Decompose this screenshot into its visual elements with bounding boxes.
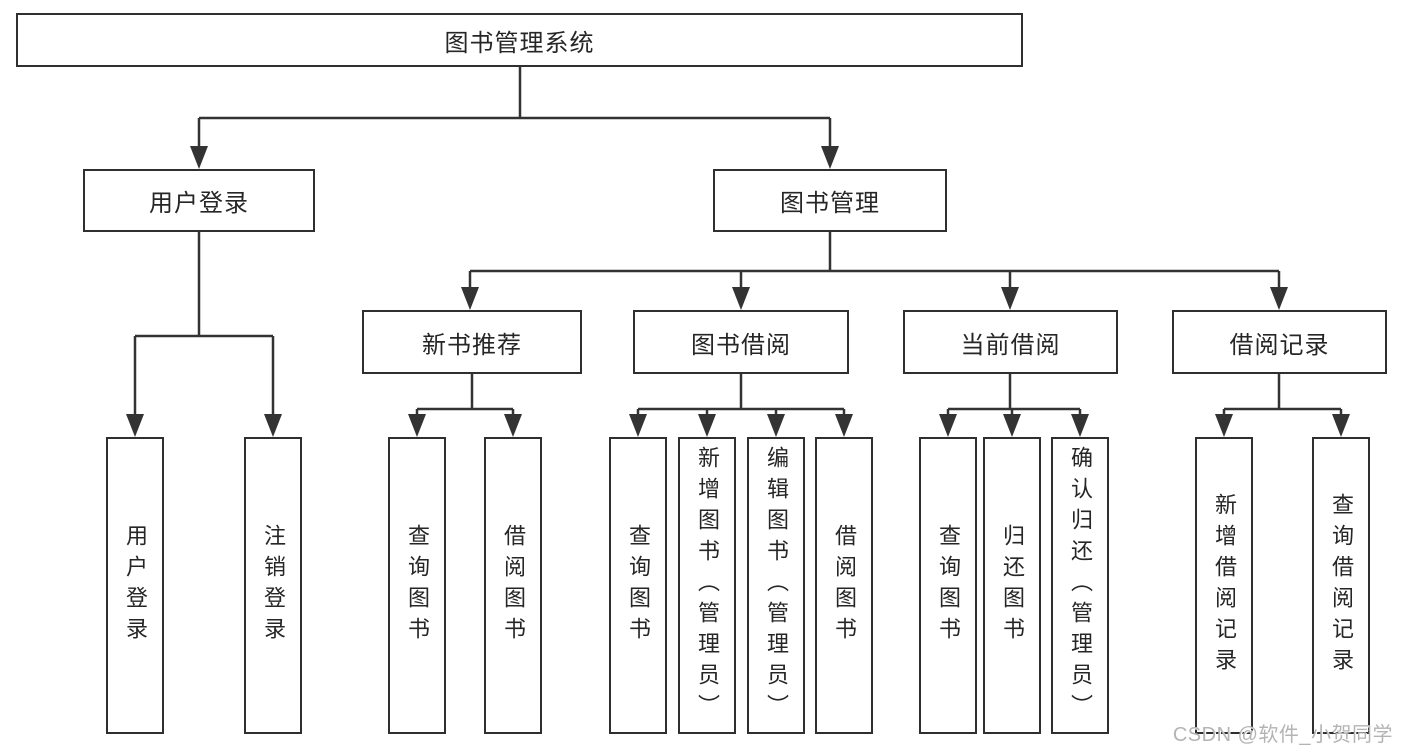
node-label: 图书管理系统 xyxy=(444,29,595,57)
leaf-logout: 注销登录 xyxy=(244,437,302,734)
node-label: 查询图书 xyxy=(626,523,651,648)
node-current-borrowing: 当前借阅 xyxy=(903,310,1118,374)
leaf-query-books-borrowing: 查询图书 xyxy=(609,437,667,734)
node-label: 用户登录 xyxy=(123,523,148,648)
watermark: CSDN @软件_小贺同学 xyxy=(1172,724,1393,746)
node-label: 借阅记录 xyxy=(1229,331,1330,359)
node-library-management-system: 图书管理系统 xyxy=(16,13,1023,67)
tree-edges xyxy=(133,67,1343,418)
leaf-return-books: 归还图书 xyxy=(983,437,1041,734)
node-label: 当前借阅 xyxy=(960,331,1061,359)
node-book-borrowing: 图书借阅 xyxy=(633,310,849,374)
node-new-book-recommendation: 新书推荐 xyxy=(362,310,582,374)
node-label: 用户登录 xyxy=(149,190,249,217)
node-label: 确认归还（管理员） xyxy=(1068,446,1093,725)
leaf-add-books-admin: 新增图书（管理员） xyxy=(678,437,736,734)
leaf-add-borrow-record: 新增借阅记录 xyxy=(1195,437,1253,734)
leaf-borrow-books-recommend: 借阅图书 xyxy=(484,437,542,734)
node-label: 编辑图书（管理员） xyxy=(764,446,789,725)
leaf-confirm-return-admin: 确认归还（管理员） xyxy=(1051,437,1109,734)
node-borrowing-records: 借阅记录 xyxy=(1172,310,1387,374)
leaf-user-login: 用户登录 xyxy=(106,437,164,734)
node-label: 查询借阅记录 xyxy=(1329,492,1354,679)
node-label: 归还图书 xyxy=(1000,523,1025,648)
leaf-query-books-recommend: 查询图书 xyxy=(388,437,446,734)
arrowhead-icons xyxy=(126,146,1350,437)
leaf-query-borrow-record: 查询借阅记录 xyxy=(1312,437,1370,734)
node-label: 图书管理 xyxy=(780,190,880,217)
node-label: 查询图书 xyxy=(936,523,961,648)
node-label: 新增图书（管理员） xyxy=(695,446,720,725)
node-user-login: 用户登录 xyxy=(83,169,315,232)
node-label: 注销登录 xyxy=(261,523,286,648)
node-label: 图书借阅 xyxy=(691,331,791,359)
node-label: 查询图书 xyxy=(405,523,430,648)
node-label: 新书推荐 xyxy=(422,331,522,359)
leaf-query-books-current: 查询图书 xyxy=(919,437,977,734)
leaf-edit-books-admin: 编辑图书（管理员） xyxy=(747,437,805,734)
leaf-borrow-books-borrowing: 借阅图书 xyxy=(815,437,873,734)
node-label: 借阅图书 xyxy=(501,523,526,648)
node-label: 借阅图书 xyxy=(832,523,857,648)
node-label: 新增借阅记录 xyxy=(1212,492,1237,679)
node-book-management: 图书管理 xyxy=(713,169,947,232)
